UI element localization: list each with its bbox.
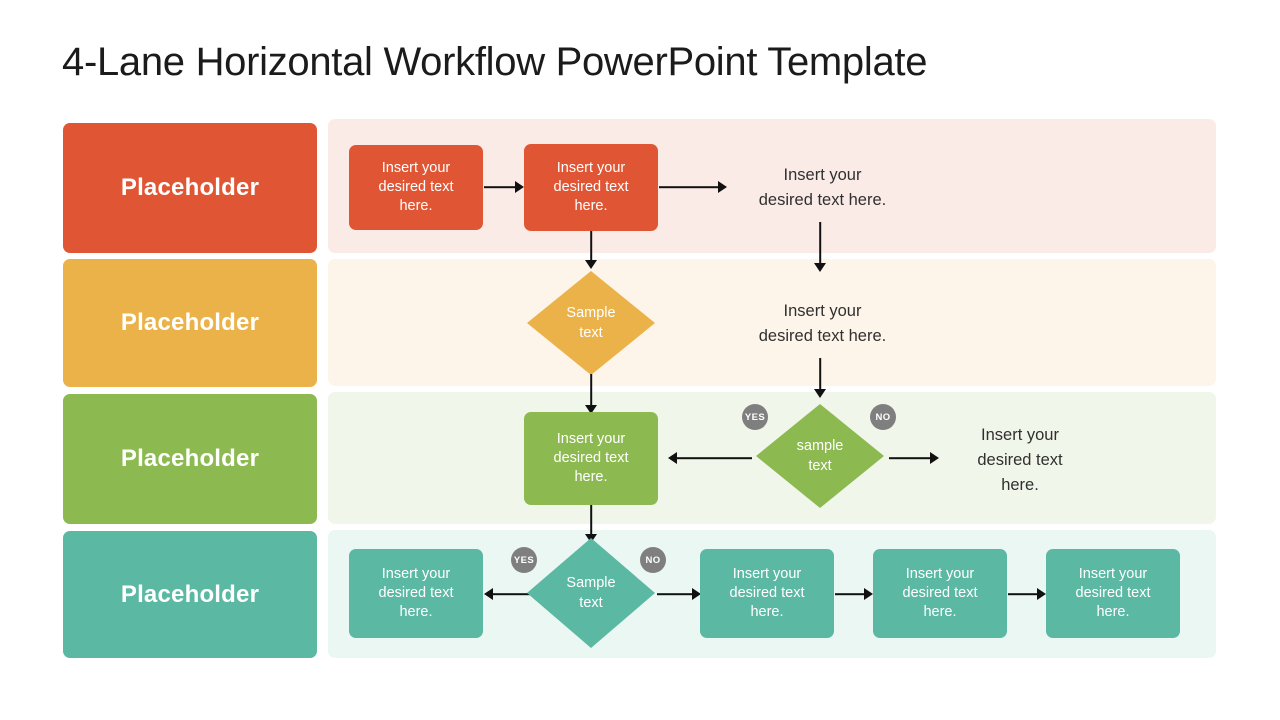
plain-text-1: Insert your desired text here.	[758, 165, 887, 209]
decision-diamond-2-text: Sample text	[566, 305, 616, 341]
lane-label-1-text: Placeholder	[120, 174, 260, 201]
lane-background-2	[328, 259, 1216, 386]
lane-label-2[interactable]: Placeholder	[63, 259, 317, 387]
lane-label-2-text: Placeholder	[120, 309, 260, 336]
process-box-4b[interactable]: Insert your desired text here.	[700, 549, 834, 638]
process-box-1b-text: Insert your desired text here.	[553, 160, 629, 214]
arrow-1b-down-to-diamond2	[584, 231, 598, 269]
process-box-4b-text: Insert your desired text here.	[729, 566, 805, 620]
arrow-diamond4-to-box4b	[657, 587, 701, 601]
arrow-box4c-to-box4d	[1008, 587, 1046, 601]
process-box-1b[interactable]: Insert your desired text here.	[524, 144, 658, 231]
yes-badge-3: YES	[742, 404, 768, 430]
decision-diamond-4[interactable]: Sample text	[527, 538, 655, 648]
arrow-text1-down-to-text2	[813, 222, 827, 272]
lane-label-4-text: Placeholder	[120, 580, 260, 608]
decision-diamond-4-text: Sample text	[566, 575, 616, 611]
lane-label-1[interactable]: Placeholder	[63, 123, 317, 253]
plain-text-2: Insert your desired text here.	[758, 301, 887, 345]
arrow-diamond3-to-box3a	[668, 451, 752, 465]
arrow-1b-to-text1	[659, 180, 727, 194]
arrow-text2-down-to-diamond3	[813, 358, 827, 398]
diamond-shape-3	[756, 404, 884, 508]
arrow-1a-to-1b	[484, 180, 524, 194]
process-box-4a-text: Insert your desired text here.	[378, 566, 454, 620]
diamond-shape-2	[527, 271, 655, 375]
arrow-diamond2-down-to-box3a	[584, 374, 598, 414]
arrow-diamond4-to-box4a	[484, 587, 538, 601]
decision-diamond-3-text: sample text	[796, 438, 844, 474]
no-badge-4: NO	[640, 547, 666, 573]
process-box-1a-text: Insert your desired text here.	[378, 160, 454, 214]
decision-diamond-2[interactable]: Sample text	[527, 271, 655, 375]
process-box-4a[interactable]: Insert your desired text here.	[349, 549, 483, 638]
process-box-4c[interactable]: Insert your desired text here.	[873, 549, 1007, 638]
process-box-3a[interactable]: Insert your desired text here.	[524, 412, 658, 505]
process-box-4d-text: Insert your desired text here.	[1075, 566, 1151, 620]
lane-label-3[interactable]: Placeholder	[63, 394, 317, 524]
page-title: 4-Lane Horizontal Workflow PowerPoint Te…	[62, 40, 928, 84]
lane-label-3-text: Placeholder	[120, 445, 260, 472]
no-badge-3: NO	[870, 404, 896, 430]
process-box-1a[interactable]: Insert your desired text here.	[349, 145, 483, 230]
decision-diamond-3[interactable]: sample text	[756, 404, 884, 508]
lane-label-4[interactable]: Placeholder	[63, 531, 317, 658]
process-box-4c-text: Insert your desired text here.	[902, 566, 978, 620]
arrow-diamond3-to-text3	[889, 451, 939, 465]
plain-text-3: Insert your desired text here.	[977, 425, 1063, 494]
process-box-3a-text: Insert your desired text here.	[553, 431, 629, 485]
process-box-4d[interactable]: Insert your desired text here.	[1046, 549, 1180, 638]
yes-badge-4: YES	[511, 547, 537, 573]
diamond-shape-4	[527, 538, 655, 648]
arrow-box4b-to-box4c	[835, 587, 873, 601]
